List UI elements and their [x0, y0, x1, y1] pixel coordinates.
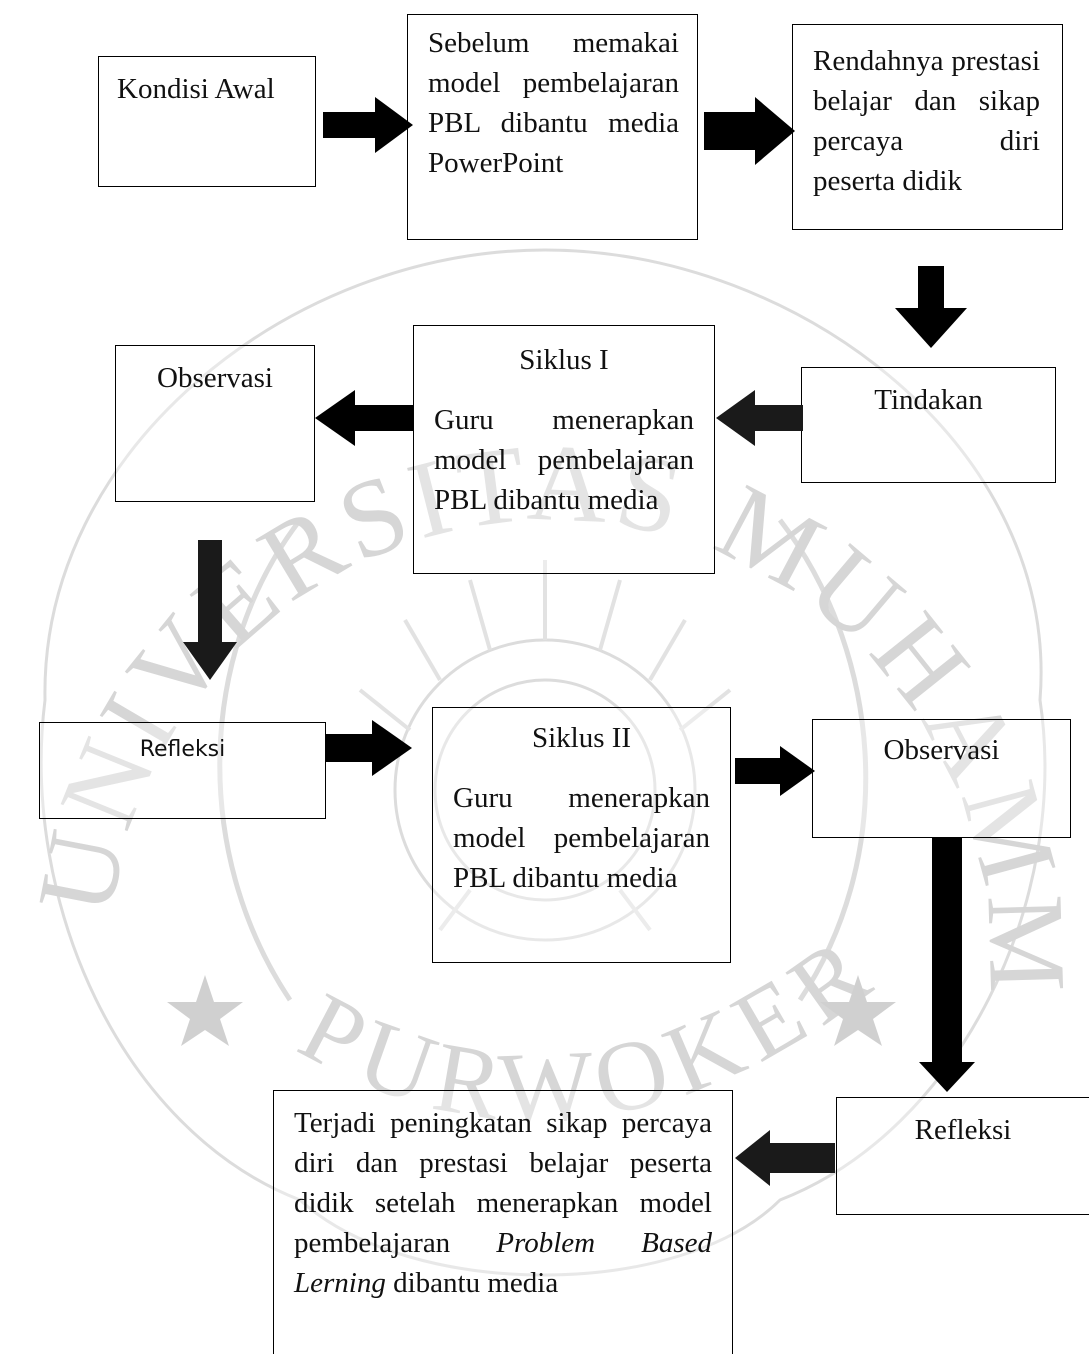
arrow-left-icon [315, 390, 414, 446]
siklus-2-body: Guru menerapkan model pembelajaran PBL d… [453, 782, 710, 894]
node-label: Kondisi Awal [117, 73, 275, 105]
siklus-2-title: Siklus II [531, 722, 632, 754]
node-label: Refleksi [139, 737, 226, 762]
node-label: Refleksi [914, 1114, 1012, 1146]
node-refleksi-1: Refleksi [39, 722, 326, 819]
arrow-down-icon [895, 266, 967, 348]
arrow-right-icon [735, 746, 815, 796]
hasil-italic: Problem Based Lerning [294, 1227, 713, 1299]
seal-outer-ring-icon [39, 248, 1047, 1277]
node-tindakan: Tindakan [801, 367, 1056, 483]
star-left-icon [167, 975, 243, 1046]
node-rendahnya: Rendahnya prestasi belajar dan sikap per… [792, 24, 1063, 230]
laurel-right-icon [778, 518, 869, 1002]
node-sebelum: Sebelum memakai model pembelajaran PBL d… [407, 14, 698, 240]
siklus-1-title: Siklus I [519, 344, 609, 376]
node-siklus-2: Siklus II Guru menerapkan model pembelaj… [432, 707, 731, 963]
node-observasi-2: Observasi [812, 719, 1071, 838]
hasil-text-2: dibantu media [393, 1267, 559, 1299]
node-label: Observasi [157, 362, 273, 394]
node-hasil: Terjadi peningkatan sikap percaya diri d… [273, 1090, 733, 1354]
arrow-right-icon [323, 97, 413, 153]
laurel-left-icon [217, 518, 302, 1002]
hasil-text-1: Terjadi peningkatan sikap percaya diri d… [294, 1107, 712, 1259]
arrow-right-icon [704, 97, 795, 165]
star-right-icon [820, 975, 896, 1046]
node-siklus-1: Siklus I Guru menerapkan model pembelaja… [413, 325, 715, 574]
arrow-right-icon [325, 720, 412, 776]
node-label: Rendahnya prestasi belajar dan sikap per… [813, 45, 1040, 197]
node-label: Observasi [883, 734, 1000, 766]
node-observasi-1: Observasi [115, 345, 315, 502]
node-label: Tindakan [874, 384, 983, 416]
node-refleksi-2: Refleksi [836, 1097, 1089, 1215]
siklus-1-body: Guru menerapkan model pembelajaran PBL d… [434, 404, 694, 516]
arrow-down-icon [183, 540, 237, 680]
node-kondisi-awal: Kondisi Awal [98, 56, 316, 187]
node-label: Sebelum memakai model pembelajaran PBL d… [428, 27, 679, 179]
arrow-left-icon [716, 390, 803, 446]
arrow-left-icon [735, 1130, 835, 1186]
arrow-down-icon [919, 838, 975, 1092]
